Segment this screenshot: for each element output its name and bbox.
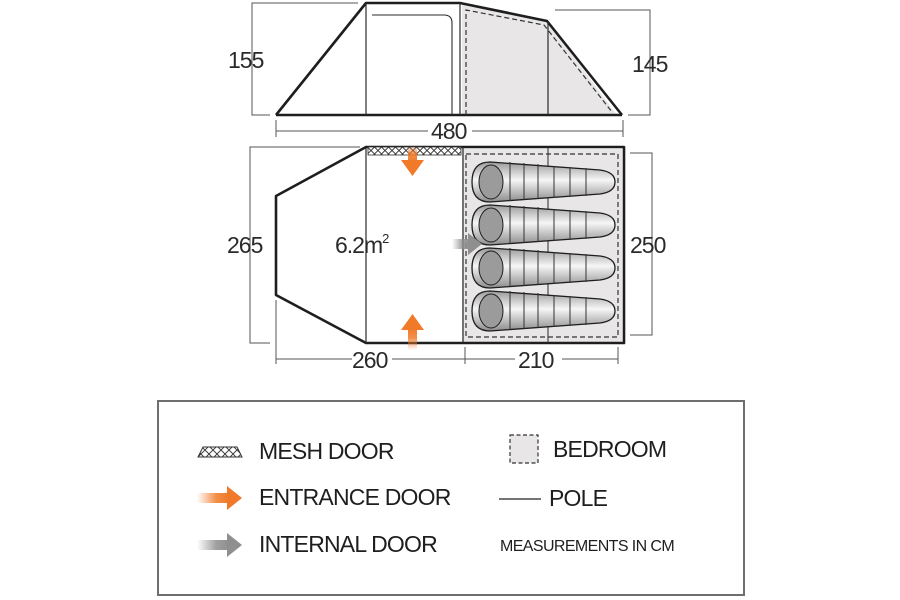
sleeping-bags	[471, 161, 616, 332]
elevation-door-outline	[372, 14, 453, 115]
living-area-label: 6.2m2	[335, 231, 389, 258]
dim-label-480: 480	[431, 118, 467, 144]
entrance-door-arrow-top	[401, 146, 424, 176]
legend-item-internal-door: INTERNAL DOOR	[197, 531, 438, 558]
floor-dimension-lines	[249, 146, 653, 364]
legend-item-mesh-door: MESH DOOR	[197, 438, 394, 465]
legend-item-bedroom: BEDROOM	[509, 434, 667, 464]
legend-label-internal-door: INTERNAL DOOR	[259, 531, 438, 557]
sleeping-bag	[471, 204, 616, 246]
legend-label-entrance-door: ENTRANCE DOOR	[259, 484, 451, 510]
elevation-bedroom-dash	[465, 9, 613, 115]
entrance-door-arrow-bottom	[401, 314, 424, 350]
elevation-bedroom-fill	[462, 5, 617, 115]
bedroom-swatch-icon	[509, 434, 539, 464]
sleeping-bag	[471, 247, 616, 289]
internal-arrow-icon	[197, 532, 242, 557]
legend-item-pole: POLE	[499, 485, 608, 512]
legend-item-entrance-door: ENTRANCE DOOR	[197, 484, 451, 511]
legend-label-bedroom: BEDROOM	[553, 435, 667, 462]
entrance-arrow-icon	[197, 485, 242, 510]
sleeping-bag	[471, 290, 616, 332]
dim-label-210: 210	[518, 347, 554, 373]
dimension-lines	[251, 2, 651, 137]
legend-label-mesh-door: MESH DOOR	[259, 438, 394, 464]
dim-label-260: 260	[352, 347, 388, 373]
dim-label-155: 155	[228, 47, 264, 73]
legend-box: MESH DOOR ENTRANCE DOOR	[157, 400, 745, 596]
dim-label-250: 250	[630, 232, 666, 258]
pole-line-icon	[499, 497, 541, 500]
floor-plan	[249, 145, 653, 364]
elevation-view	[251, 1, 651, 137]
internal-door-arrow	[452, 233, 482, 255]
dim-label-265: 265	[227, 232, 263, 258]
dim-label-145: 145	[632, 51, 668, 77]
legend-note: MEASUREMENTS IN CM	[500, 538, 675, 556]
legend-label-pole: POLE	[549, 485, 608, 511]
mesh-door-icon	[197, 446, 243, 457]
measurements-note: MEASUREMENTS IN CM	[500, 538, 675, 555]
sleeping-bag	[471, 161, 616, 203]
